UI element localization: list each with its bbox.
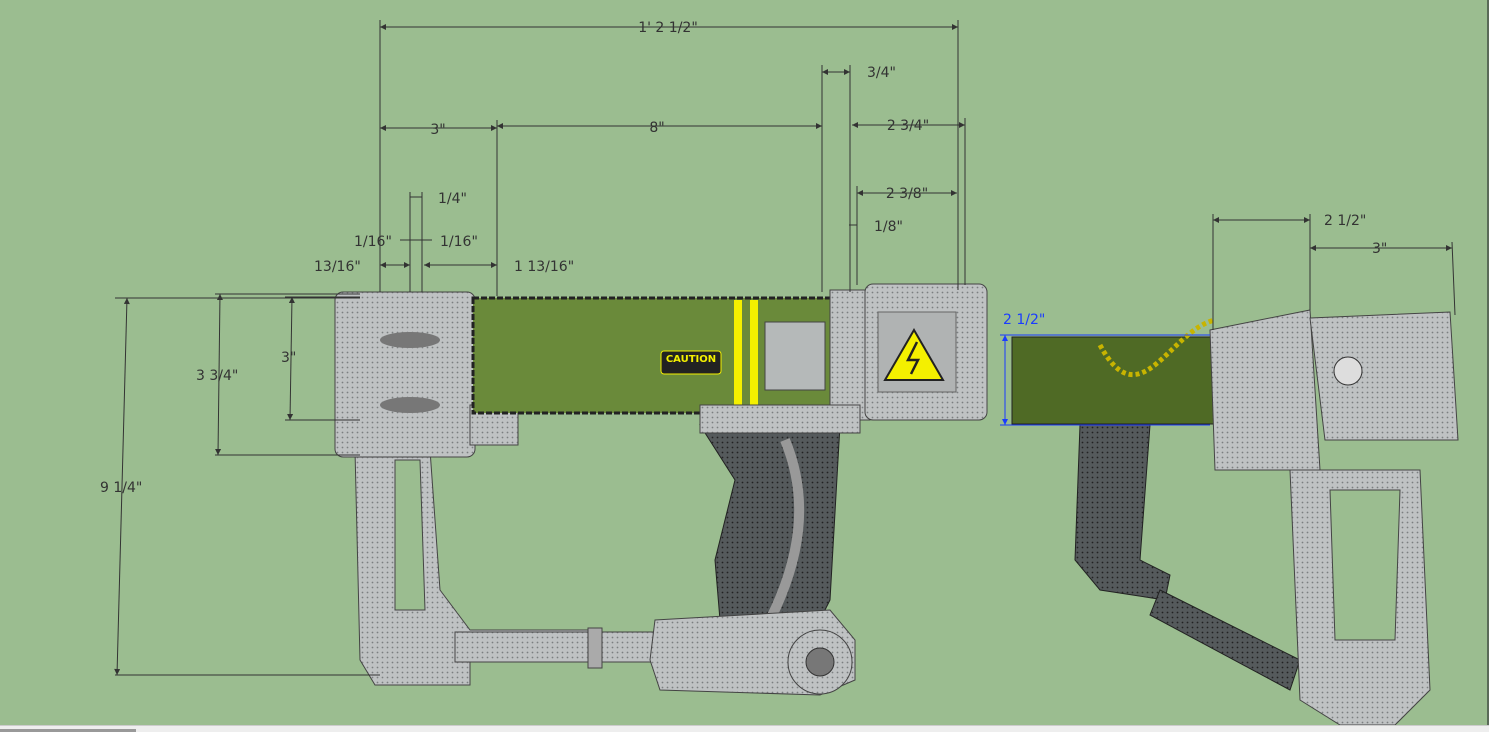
dim-1-13-16: 1 13/16" (514, 259, 574, 275)
dim-2-3-8: 2 3/8" (886, 186, 928, 202)
dim-1-16-left: 1/16" (354, 234, 392, 250)
grip (699, 424, 841, 631)
dim-1-8: 1/8" (874, 219, 903, 235)
dim-v-3: 3" (281, 350, 296, 366)
dim-right-3: 3" (1372, 241, 1387, 257)
dim-3: 3" (430, 122, 445, 138)
emitter-center (1333, 356, 1363, 386)
grip-angled (1074, 424, 1171, 601)
emitter (1309, 311, 1459, 441)
dim-1-4: 1/4" (438, 191, 467, 207)
dim-right-2-1-2: 2 1/2" (1324, 213, 1366, 229)
vent (380, 397, 440, 413)
frame-opening (1329, 489, 1401, 641)
selected-dimension[interactable] (1000, 334, 1210, 426)
dim-right-vertical-2-1-2[interactable]: 2 1/2" (1003, 312, 1045, 328)
barrel-window (764, 321, 826, 391)
hazard-stripe (734, 300, 742, 408)
grip-stripe (765, 438, 805, 623)
dim-3-4: 3/4" (867, 65, 896, 81)
gun-side-view: CAUTION (334, 283, 988, 696)
stock-tube-angled (1149, 589, 1301, 691)
gun-angled-view (1011, 309, 1459, 726)
dim-3-3-4: 3 3/4" (196, 368, 238, 384)
dimension-labels: 1' 2 1/2" 3/4" 3" 8" 2 3/4" 2 3/8" 1/4" … (100, 20, 1387, 496)
barrel-angled (1011, 336, 1218, 425)
under-rail (699, 404, 861, 434)
high-voltage-icon (883, 328, 945, 381)
caution-label: CAUTION (660, 350, 722, 375)
tube-clamp (587, 627, 603, 669)
dim-13-16: 13/16" (314, 259, 361, 275)
dim-8: 8" (649, 120, 664, 136)
vent (380, 332, 440, 348)
dim-overall: 1' 2 1/2" (638, 20, 698, 36)
dim-1-16-right: 1/16" (440, 234, 478, 250)
cable (1097, 317, 1216, 377)
dimension-lines (114, 20, 1456, 676)
mid-collar (829, 289, 871, 421)
hazard-stripe (750, 300, 758, 408)
caution-text: CAUTION (666, 354, 716, 365)
stock-tube (454, 631, 656, 663)
rear-block (334, 291, 476, 458)
joint-hole (805, 647, 835, 677)
dim-9-1-4: 9 1/4" (100, 480, 142, 496)
dim-2-3-4: 2 3/4" (887, 118, 929, 134)
